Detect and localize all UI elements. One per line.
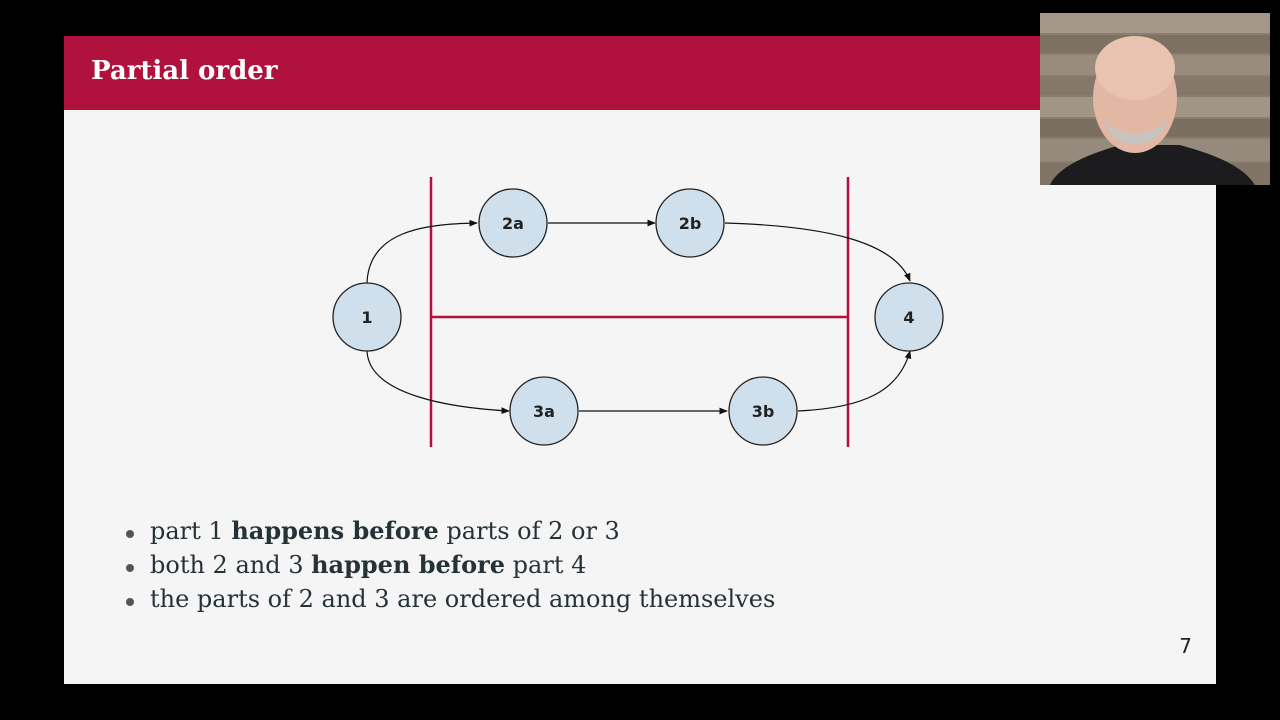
bullet-item: part 1 happens before parts of 2 or 3 — [126, 514, 775, 548]
node-2b: 2b — [655, 188, 725, 258]
slide: Partial order 1 2a 2b — [64, 36, 1216, 684]
node-4: 4 — [874, 282, 944, 352]
title-bar: Partial order — [64, 36, 1216, 110]
node-2a: 2a — [478, 188, 548, 258]
edge-3b-4 — [797, 350, 912, 412]
edge-2b-4 — [724, 222, 911, 282]
bullet-item: both 2 and 3 happen before part 4 — [126, 548, 775, 582]
edge-1-3a — [366, 350, 510, 414]
page-number: 7 — [1179, 634, 1192, 658]
slide-title: Partial order — [91, 56, 278, 86]
svg-text:4: 4 — [903, 308, 914, 327]
edge-1-2a — [366, 219, 478, 284]
svg-text:3b: 3b — [752, 402, 775, 421]
bullet-item: the parts of 2 and 3 are ordered among t… — [126, 582, 775, 616]
node-3b: 3b — [728, 376, 798, 446]
svg-text:1: 1 — [361, 308, 372, 327]
svg-text:3a: 3a — [533, 402, 555, 421]
node-1: 1 — [332, 282, 402, 352]
svg-text:2a: 2a — [502, 214, 524, 233]
node-3a: 3a — [509, 376, 579, 446]
presenter-webcam — [1040, 13, 1270, 185]
bullet-list: part 1 happens before parts of 2 or 3 bo… — [126, 514, 775, 616]
svg-text:2b: 2b — [679, 214, 702, 233]
partial-order-diagram: 1 2a 2b 3a 3b 4 — [332, 177, 944, 447]
